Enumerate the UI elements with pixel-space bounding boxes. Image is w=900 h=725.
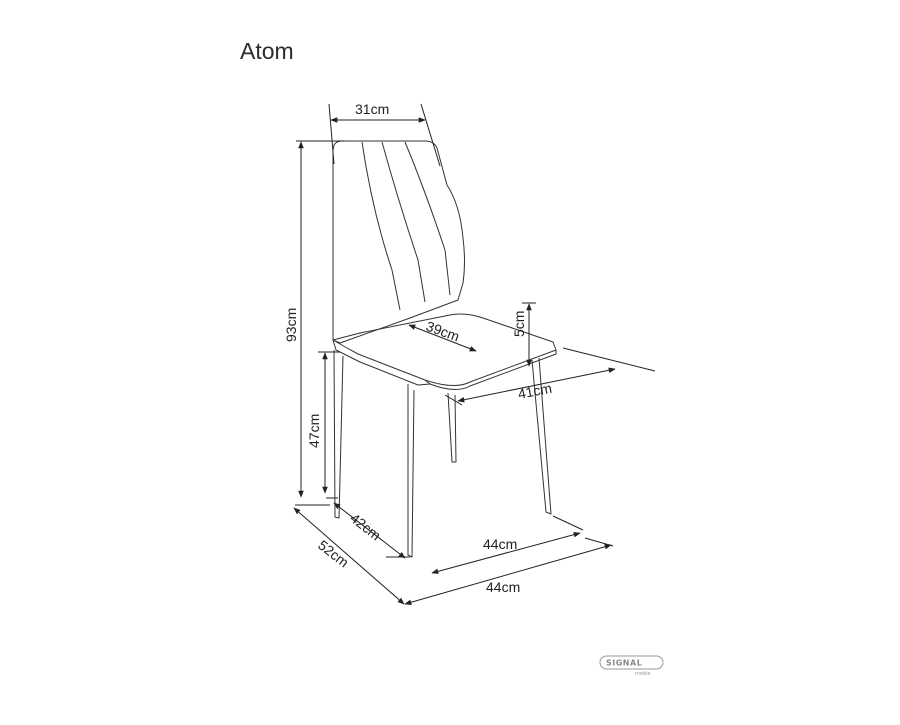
label-backrest-width: 31cm <box>355 101 389 117</box>
leg-front-right <box>531 357 552 515</box>
label-total-depth: 52cm <box>315 537 352 571</box>
dim-line-seat-width <box>457 367 616 403</box>
backrest-stitch-3 <box>404 141 451 296</box>
label-total-width: 44cm <box>486 579 520 595</box>
backrest <box>332 140 465 344</box>
leg-back-left <box>333 349 344 519</box>
label-seat-depth: 39cm <box>424 318 462 345</box>
chair-outline <box>332 140 557 558</box>
label-inner-leg-width: 44cm <box>483 536 517 552</box>
leg-front-left <box>407 384 415 558</box>
brand-sub: meble <box>635 671 651 677</box>
label-seat-width: 41cm <box>517 380 554 402</box>
leg-back-right <box>447 392 457 463</box>
seat-side <box>332 339 431 386</box>
product-title: Atom <box>240 38 294 64</box>
backrest-stitch-1 <box>361 141 401 311</box>
dim-line-seat-depth <box>408 324 477 352</box>
label-seat-thickness: 5cm <box>511 311 527 337</box>
label-inner-leg-depth: 42cm <box>347 510 384 544</box>
brand-logo: SIGNAL meble <box>599 655 664 677</box>
brand-name: SIGNAL <box>606 659 642 668</box>
dimension-lines <box>293 103 656 605</box>
label-total-height: 93cm <box>283 308 299 342</box>
dim-line-total-depth <box>293 507 405 605</box>
dim-line-total-width <box>404 544 612 605</box>
label-seat-height: 47cm <box>306 414 322 448</box>
backrest-stitch-2 <box>381 141 426 303</box>
